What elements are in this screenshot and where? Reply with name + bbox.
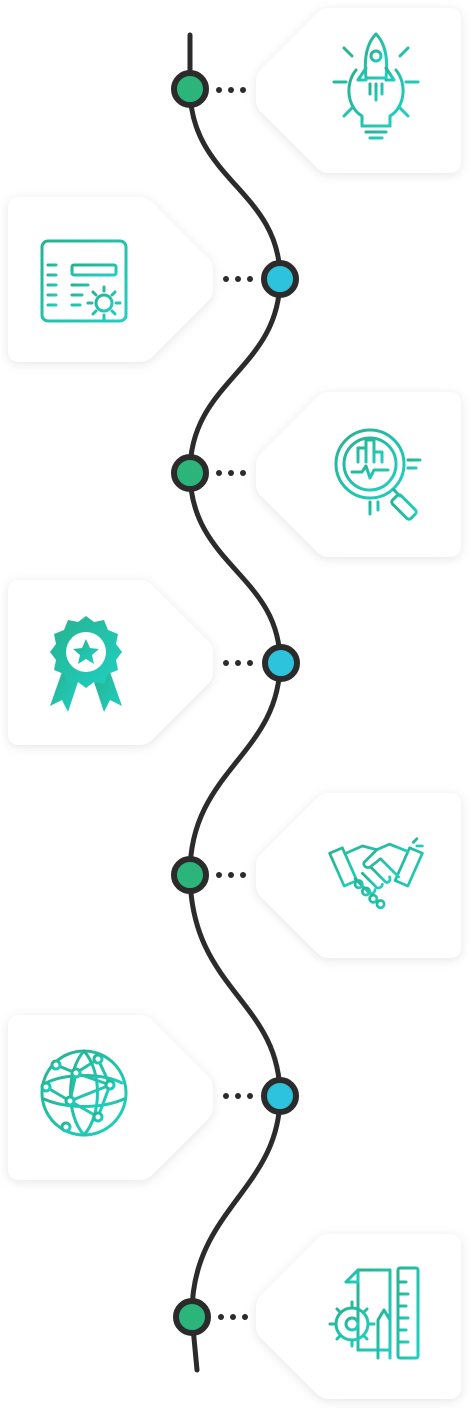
card-shape: [256, 793, 461, 958]
analytics-magnifier-icon: [328, 422, 428, 532]
timeline-node-3: [171, 454, 209, 492]
rocket-lightbulb-icon: [326, 30, 426, 140]
timeline-node-6: [261, 1077, 299, 1115]
timeline-node-1: [171, 70, 209, 108]
connector-dots-5: [216, 872, 246, 878]
timeline-card-6: [8, 1015, 213, 1180]
card-shape: [256, 392, 461, 557]
connector-dots-1: [216, 87, 246, 93]
timeline-card-3: [256, 392, 461, 557]
connector-dots-7: [218, 1314, 248, 1320]
card-shape: [256, 8, 461, 173]
timeline-node-2: [261, 260, 299, 298]
design-tools-icon: [328, 1262, 428, 1372]
connector-dots-3: [216, 470, 246, 476]
timeline-card-7: [256, 1234, 461, 1399]
timeline-node-5: [171, 856, 209, 894]
award-ribbon-icon: [36, 610, 136, 720]
timeline-card-5: [256, 793, 461, 958]
web-settings-icon: [36, 225, 136, 335]
network-globe-icon: [36, 1043, 136, 1153]
timeline-card-1: [256, 8, 461, 173]
handshake-icon: [326, 821, 426, 931]
timeline-card-2: [8, 197, 213, 362]
timeline-card-4: [8, 580, 213, 745]
timeline-node-7: [173, 1298, 211, 1336]
connector-dots-6: [223, 1093, 253, 1099]
connector-dots-4: [223, 660, 253, 666]
card-shape: [8, 1015, 213, 1180]
timeline-node-4: [262, 644, 300, 682]
connector-dots-2: [223, 276, 253, 282]
